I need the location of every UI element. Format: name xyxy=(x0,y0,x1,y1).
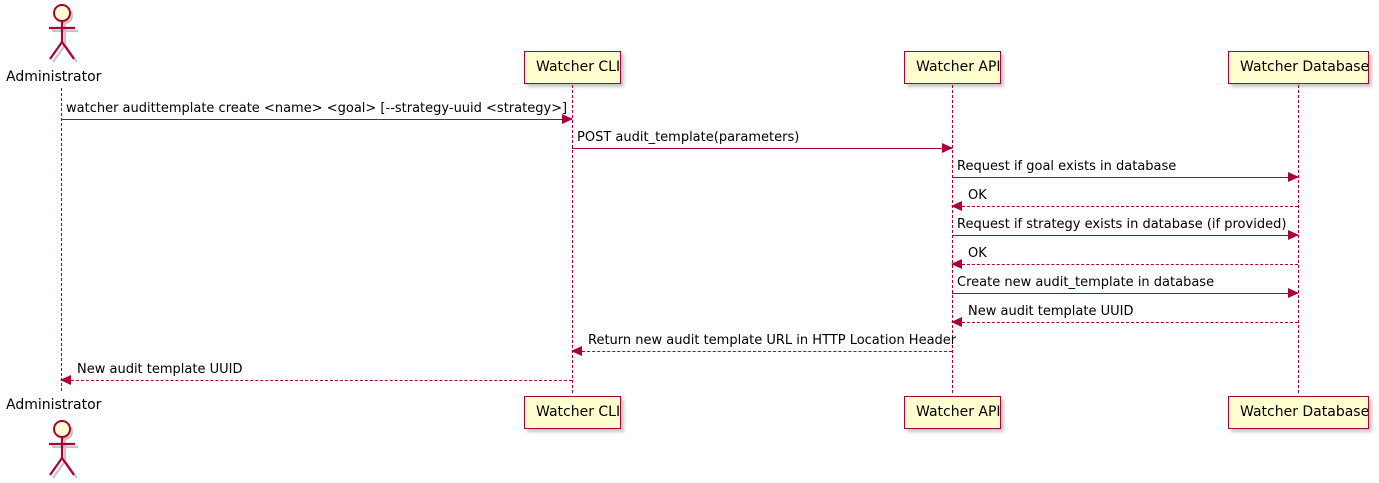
message-label-7: New audit template UUID xyxy=(968,304,1134,319)
participant-box-watcher-cli-bottom[interactable]: Watcher CLI xyxy=(524,396,621,429)
message-line-1 xyxy=(572,148,952,149)
arrowhead-right-icon xyxy=(1288,288,1299,298)
message-label-4: Request if strategy exists in database (… xyxy=(957,217,1287,232)
message-label-5: OK xyxy=(968,246,987,261)
actor-label-administrator-bottom: Administrator xyxy=(6,397,102,413)
message-label-3: OK xyxy=(968,188,987,203)
arrowhead-right-icon xyxy=(562,114,573,124)
actor-label-administrator-top: Administrator xyxy=(6,69,102,85)
arrowhead-left-icon xyxy=(571,346,582,356)
arrowhead-left-icon xyxy=(951,317,962,327)
message-label-8: Return new audit template URL in HTTP Lo… xyxy=(588,333,957,348)
message-label-9: New audit template UUID xyxy=(77,362,243,377)
participant-box-watcher-database-bottom[interactable]: Watcher Database xyxy=(1228,396,1369,429)
message-label-6: Create new audit_template in database xyxy=(957,275,1215,290)
arrowhead-left-icon xyxy=(951,259,962,269)
message-label-0: watcher audittemplate create <name> <goa… xyxy=(66,101,568,116)
arrowhead-left-icon xyxy=(951,201,962,211)
participant-box-watcher-cli-top[interactable]: Watcher CLI xyxy=(524,51,621,84)
message-line-2 xyxy=(952,177,1298,178)
message-line-8 xyxy=(572,351,952,352)
actor-administrator-top xyxy=(39,2,85,63)
message-label-1: POST audit_template(parameters) xyxy=(577,130,800,145)
participant-box-watcher-api-top[interactable]: Watcher API xyxy=(904,51,1001,84)
actor-administrator-bottom xyxy=(39,418,85,480)
participant-box-watcher-database-top[interactable]: Watcher Database xyxy=(1228,51,1369,84)
arrowhead-right-icon xyxy=(1288,230,1299,240)
arrowhead-right-icon xyxy=(1288,172,1299,182)
message-line-0 xyxy=(61,119,572,120)
message-label-2: Request if goal exists in database xyxy=(957,159,1177,174)
message-line-7 xyxy=(952,322,1298,323)
lifeline-watcher-cli xyxy=(572,85,573,393)
actor-icon xyxy=(49,420,78,479)
message-line-5 xyxy=(952,264,1298,265)
arrowhead-left-icon xyxy=(60,375,71,385)
message-line-4 xyxy=(952,235,1298,236)
message-line-9 xyxy=(61,380,572,381)
message-line-6 xyxy=(952,293,1298,294)
lifeline-administrator xyxy=(61,88,62,391)
message-line-3 xyxy=(952,206,1298,207)
actor-icon xyxy=(49,4,78,63)
arrowhead-right-icon xyxy=(942,143,953,153)
lifeline-watcher-api xyxy=(952,85,953,393)
participant-box-watcher-api-bottom[interactable]: Watcher API xyxy=(904,396,1001,429)
